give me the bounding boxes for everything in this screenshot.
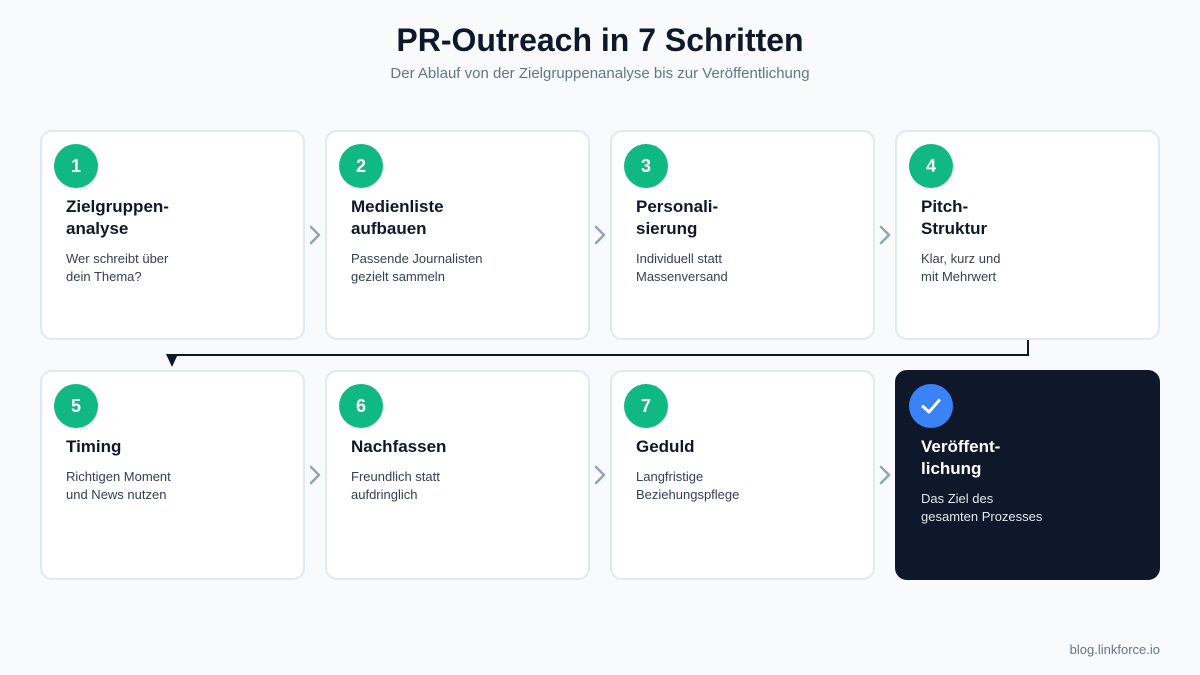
step-number-badge: 3 xyxy=(624,144,668,188)
step-title: Personali- sierung xyxy=(636,197,719,238)
chevron-right-icon xyxy=(879,225,891,245)
step-number-badge: 4 xyxy=(909,144,953,188)
step-description: Klar, kurz und mit Mehrwert xyxy=(921,251,1001,284)
step-number-badge: 2 xyxy=(339,144,383,188)
step-description: Freundlich statt aufdringlich xyxy=(351,469,440,502)
step-card-7: 7 Geduld Langfristige Beziehungspflege xyxy=(610,370,875,580)
chevron-right-icon xyxy=(309,465,321,485)
page-subtitle: Der Ablauf von der Zielgruppenanalyse bi… xyxy=(390,65,810,82)
step-card-4: 4 Pitch- Struktur Klar, kurz und mit Meh… xyxy=(895,130,1160,340)
step-title: Medienliste aufbauen xyxy=(351,197,444,238)
chevron-right-icon xyxy=(594,465,606,485)
final-description: Das Ziel des gesamten Prozesses xyxy=(921,491,1043,524)
chevron-right-icon xyxy=(309,225,321,245)
step-description: Wer schreibt über dein Thema? xyxy=(66,251,169,284)
step-number-badge: 7 xyxy=(624,384,668,428)
step-title: Zielgruppen- analyse xyxy=(66,197,169,238)
step-card-2: 2 Medienliste aufbauen Passende Journali… xyxy=(325,130,590,340)
step-card-6: 6 Nachfassen Freundlich statt aufdringli… xyxy=(325,370,590,580)
step-description: Passende Journalisten gezielt sammeln xyxy=(351,251,483,284)
step-title: Geduld xyxy=(636,437,695,456)
page-title: PR-Outreach in 7 Schritten xyxy=(396,22,804,58)
step-number-badge: 6 xyxy=(339,384,383,428)
step-number-badge: 1 xyxy=(54,144,98,188)
final-card-publication: Veröffent- lichung Das Ziel des gesamten… xyxy=(895,370,1160,580)
step-card-5: 5 Timing Richtigen Moment und News nutze… xyxy=(40,370,305,580)
step-card-3: 3 Personali- sierung Individuell statt M… xyxy=(610,130,875,340)
step-card-1: 1 Zielgruppen- analyse Wer schreibt über… xyxy=(40,130,305,340)
chevron-right-icon xyxy=(879,465,891,485)
step-description: Individuell statt Massenversand xyxy=(636,251,728,284)
check-icon xyxy=(909,384,953,428)
step-title: Nachfassen xyxy=(351,437,447,456)
footer-source: blog.linkforce.io xyxy=(1069,642,1160,657)
chevron-right-icon xyxy=(594,225,606,245)
step-description: Langfristige Beziehungspflege xyxy=(636,469,740,502)
final-title: Veröffent- lichung xyxy=(921,437,1001,478)
step-number-badge: 5 xyxy=(54,384,98,428)
step-description: Richtigen Moment und News nutzen xyxy=(66,469,171,502)
step-title: Pitch- Struktur xyxy=(921,197,988,238)
step-title: Timing xyxy=(66,437,122,456)
